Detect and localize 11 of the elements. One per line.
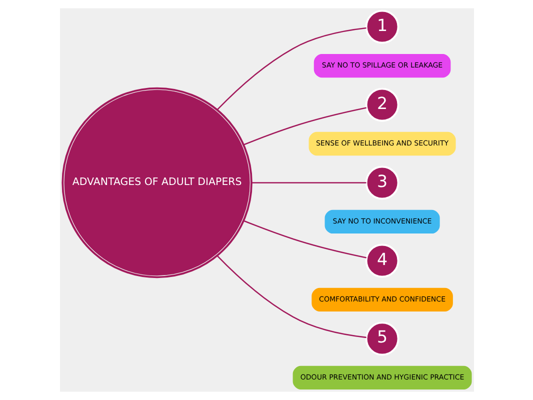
connector bbox=[251, 182, 366, 184]
connector bbox=[216, 255, 366, 338]
connector bbox=[242, 107, 366, 146]
connector bbox=[242, 220, 366, 258]
node-circle: 5 bbox=[364, 322, 399, 356]
connector bbox=[216, 27, 366, 110]
node-circle: 4 bbox=[364, 244, 399, 278]
node-circle: 3 bbox=[364, 166, 399, 200]
node-circle: ADVANTAGES OF ADULT DIAPERS bbox=[61, 87, 252, 278]
node-circle: 1 bbox=[364, 10, 399, 44]
node-circle: 2 bbox=[364, 88, 399, 122]
